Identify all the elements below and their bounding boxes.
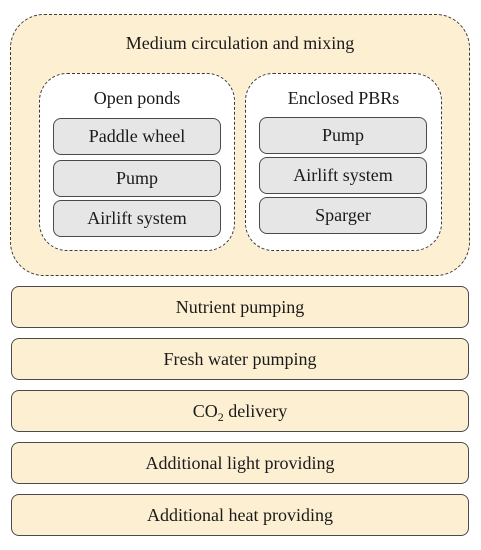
co2-delivery-label: CO2 delivery bbox=[192, 400, 288, 424]
open-ponds-item-airlift-system: Airlift system bbox=[53, 200, 221, 237]
medium-circulation-title: Medium circulation and mixing bbox=[125, 33, 355, 53]
open-ponds-title: Open ponds bbox=[93, 88, 181, 108]
enclosed-pbrs-title: Enclosed PBRs bbox=[287, 88, 400, 108]
nutrient-pumping-box: Nutrient pumping bbox=[11, 286, 469, 328]
enclosed-pbrs-item-pump: Pump bbox=[259, 117, 427, 154]
co2-delivery-box: CO2 delivery bbox=[11, 390, 469, 432]
enclosed-pbrs-item-airlift-system: Airlift system bbox=[259, 157, 427, 194]
additional-light-box: Additional light providing bbox=[11, 442, 469, 484]
enclosed-pbrs-item-sparger: Sparger bbox=[259, 197, 427, 234]
fresh-water-pumping-box: Fresh water pumping bbox=[11, 338, 469, 380]
additional-heat-box: Additional heat providing bbox=[11, 494, 469, 536]
open-ponds-item-paddle-wheel: Paddle wheel bbox=[53, 118, 221, 155]
open-ponds-item-pump: Pump bbox=[53, 160, 221, 197]
